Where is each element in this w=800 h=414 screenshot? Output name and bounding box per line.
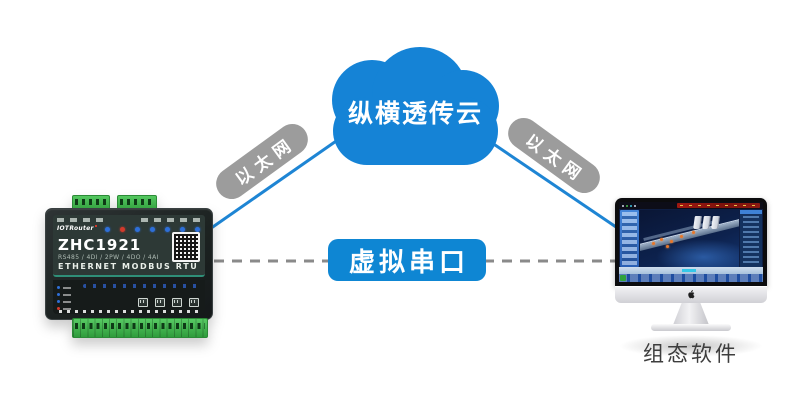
monitor-shadow xyxy=(613,334,769,358)
side-led-column xyxy=(57,286,71,310)
scada-right-panel xyxy=(740,210,762,267)
status-led-icon xyxy=(105,227,110,232)
modbus-rtu-device: IOTRouter ZHC1921 RS485 / 4DI / 2PW / 4D… xyxy=(45,195,215,345)
status-led-icon xyxy=(120,227,125,232)
scene-floor-glow xyxy=(656,239,739,267)
cloud-label: 纵横透传云 xyxy=(347,99,483,128)
os-taskbar xyxy=(619,274,763,282)
scada-3d-scene xyxy=(640,210,739,267)
status-led-icon xyxy=(57,307,71,310)
status-led-row xyxy=(105,227,200,232)
relay-icon xyxy=(189,298,199,307)
monitor-chin xyxy=(615,286,767,303)
status-led-icon xyxy=(180,227,185,232)
status-led-icon xyxy=(135,227,140,232)
terminal-markings xyxy=(59,310,199,313)
monitor-stand-base xyxy=(651,324,731,331)
silo-icon xyxy=(702,216,711,229)
relay-icons xyxy=(138,298,199,307)
ethernet-line-left xyxy=(206,128,353,233)
silo-icon xyxy=(693,216,702,229)
virtual-serial-label: 虚拟串口 xyxy=(328,239,486,281)
relay-icon xyxy=(155,298,165,307)
equipment-dot xyxy=(670,240,673,243)
computer-caption: 组态软件 xyxy=(643,342,739,366)
status-led-icon xyxy=(57,300,71,303)
status-led-icon xyxy=(57,286,71,289)
status-led-icon xyxy=(195,227,200,232)
scada-toolbar xyxy=(619,202,763,209)
io-led-strip xyxy=(83,284,201,288)
device-protocol: ETHERNET MODBUS RTU xyxy=(58,262,199,271)
device-body: IOTRouter ZHC1921 RS485 / 4DI / 2PW / 4D… xyxy=(45,208,213,320)
scada-left-panel xyxy=(620,210,639,267)
terminal-block-bottom xyxy=(72,318,208,338)
scada-computer xyxy=(612,196,770,358)
equipment-dot xyxy=(652,242,655,245)
apple-logo-icon xyxy=(687,290,694,299)
status-led-icon xyxy=(57,293,71,296)
equipment-dot xyxy=(666,245,669,248)
relay-icon xyxy=(138,298,148,307)
brand-logo: IOTRouter xyxy=(57,225,97,232)
monitor-stand-neck xyxy=(673,303,709,325)
cloud-icon xyxy=(332,47,499,165)
device-io-panel xyxy=(53,280,205,314)
device-label-plate: IOTRouter ZHC1921 RS485 / 4DI / 2PW / 4D… xyxy=(53,215,205,277)
device-model: ZHC1921 xyxy=(58,236,142,254)
relay-icon xyxy=(172,298,182,307)
toolbar-icon xyxy=(634,204,636,207)
silo-icons xyxy=(693,216,720,229)
scada-status-bar xyxy=(619,267,763,274)
equipment-dot xyxy=(680,235,683,238)
monitor-bezel xyxy=(615,198,767,286)
port-markings-right xyxy=(141,218,201,222)
toolbar-icon xyxy=(630,204,632,207)
scada-screen xyxy=(619,202,763,282)
equipment-dot xyxy=(660,238,663,241)
toolbar-icon xyxy=(622,204,624,207)
alarm-banner xyxy=(677,203,760,208)
equipment-dot xyxy=(692,231,695,234)
status-led-icon xyxy=(165,227,170,232)
port-markings-left xyxy=(57,218,109,222)
device-specs: RS485 / 4DI / 2PW / 4DO / 4AI xyxy=(58,254,159,261)
toolbar-icon xyxy=(626,204,628,207)
status-led-icon xyxy=(150,227,155,232)
qr-code-icon xyxy=(172,232,200,262)
